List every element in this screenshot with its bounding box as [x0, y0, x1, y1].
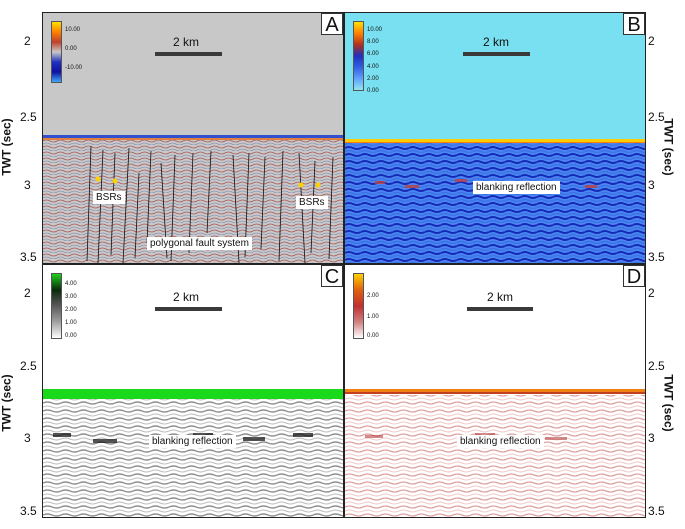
- tick-left-bottom-3-5: 3.5: [20, 504, 37, 518]
- callout-blanking-c: blanking reflection: [149, 435, 236, 448]
- tick-right-top-2: 2: [648, 34, 655, 48]
- panel-letter-d: D: [623, 265, 645, 288]
- colorbar-c-label-0: 0.00: [65, 333, 77, 339]
- tick-right-bottom-2-5: 2.5: [648, 359, 665, 373]
- colorbar-a-label-min: -10.00: [65, 65, 83, 71]
- tick-left-top-3-5: 3.5: [20, 250, 37, 264]
- colorbar-c-label-3: 3.00: [65, 294, 77, 300]
- panel-letter-b: B: [623, 13, 645, 36]
- tick-right-bottom-3-5: 3.5: [648, 504, 665, 518]
- right-axis-title-bottom: TWT (sec): [661, 374, 676, 432]
- left-axis-title-top: TWT (sec): [0, 118, 14, 176]
- scale-label-d: 2 km: [487, 290, 514, 304]
- colorbar-b-label-4: 4.00: [367, 64, 379, 70]
- scale-label-a: 2 km: [173, 35, 200, 49]
- tick-right-bottom-3: 3: [648, 431, 655, 445]
- tick-left-top-2-5: 2.5: [20, 110, 37, 124]
- seismic-section-d: [345, 389, 645, 517]
- colorbar-c-label-1: 1.00: [65, 320, 77, 326]
- callout-blanking-b: blanking reflection: [473, 181, 560, 194]
- callout-polygonal-fault: polygonal fault system: [147, 237, 252, 250]
- scale-label-b: 2 km: [483, 35, 510, 49]
- scale-bar-a: [155, 52, 222, 56]
- panel-a: 10.00 0.00 -10.00 2 km BSRs BSRs polygon…: [42, 12, 344, 264]
- panel-d: 2.00 1.00 0.00 2 km blanking reflection …: [344, 264, 646, 518]
- tick-right-top-3: 3: [648, 178, 655, 192]
- colorbar-d-label-1: 1.00: [367, 314, 379, 320]
- tick-left-bottom-2-5: 2.5: [20, 359, 37, 373]
- colorbar-d-gradient: [353, 273, 364, 339]
- seismic-section-a: [43, 135, 343, 263]
- tick-left-bottom-2: 2: [24, 286, 31, 300]
- left-axis-title-bottom: TWT (sec): [0, 374, 14, 432]
- panel-letter-a: A: [321, 13, 343, 36]
- seismic-section-c: [43, 389, 343, 517]
- panel-letter-c: C: [321, 265, 343, 288]
- colorbar-a-label-mid: 0.00: [65, 46, 77, 52]
- scale-bar-b: [463, 52, 530, 56]
- scale-label-c: 2 km: [173, 290, 200, 304]
- colorbar-b-gradient: [353, 21, 364, 91]
- colorbar-d-label-0: 0.00: [367, 333, 379, 339]
- colorbar-c-gradient: [51, 273, 62, 339]
- colorbar-c-label-4: 4.00: [65, 281, 77, 287]
- right-axis-title-top: TWT (sec): [661, 118, 676, 176]
- scale-bar-d: [467, 307, 533, 311]
- colorbar-b-label-0: 0.00: [367, 88, 379, 94]
- colorbar-b-label-2: 2.00: [367, 76, 379, 82]
- colorbar-d-label-2: 2.00: [367, 293, 379, 299]
- tick-right-top-2-5: 2.5: [648, 110, 665, 124]
- colorbar-a-label-max: 10.00: [65, 27, 81, 33]
- panel-c: 4.00 3.00 2.00 1.00 0.00 2 km blanking r…: [42, 264, 344, 518]
- panel-b: 10.00 8.00 6.00 4.00 2.00 0.00 2 km blan…: [344, 12, 646, 264]
- callout-bsrs-right: BSRs: [296, 196, 328, 209]
- callout-bsrs-left: BSRs: [93, 191, 125, 204]
- tick-right-top-3-5: 3.5: [648, 250, 665, 264]
- colorbar-b-label-10: 10.00: [367, 27, 383, 33]
- colorbar-c-label-2: 2.00: [65, 307, 77, 313]
- colorbar-a-gradient: [51, 21, 62, 83]
- scale-bar-c: [155, 307, 222, 311]
- callout-blanking-d: blanking reflection: [457, 435, 544, 448]
- tick-left-top-2: 2: [24, 34, 31, 48]
- colorbar-b-label-8: 8.00: [367, 39, 379, 45]
- seismic-section-b: [345, 139, 645, 263]
- colorbar-b-label-6: 6.00: [367, 51, 379, 57]
- tick-left-bottom-3: 3: [24, 431, 31, 445]
- tick-left-top-3: 3: [24, 178, 31, 192]
- tick-right-bottom-2: 2: [648, 286, 655, 300]
